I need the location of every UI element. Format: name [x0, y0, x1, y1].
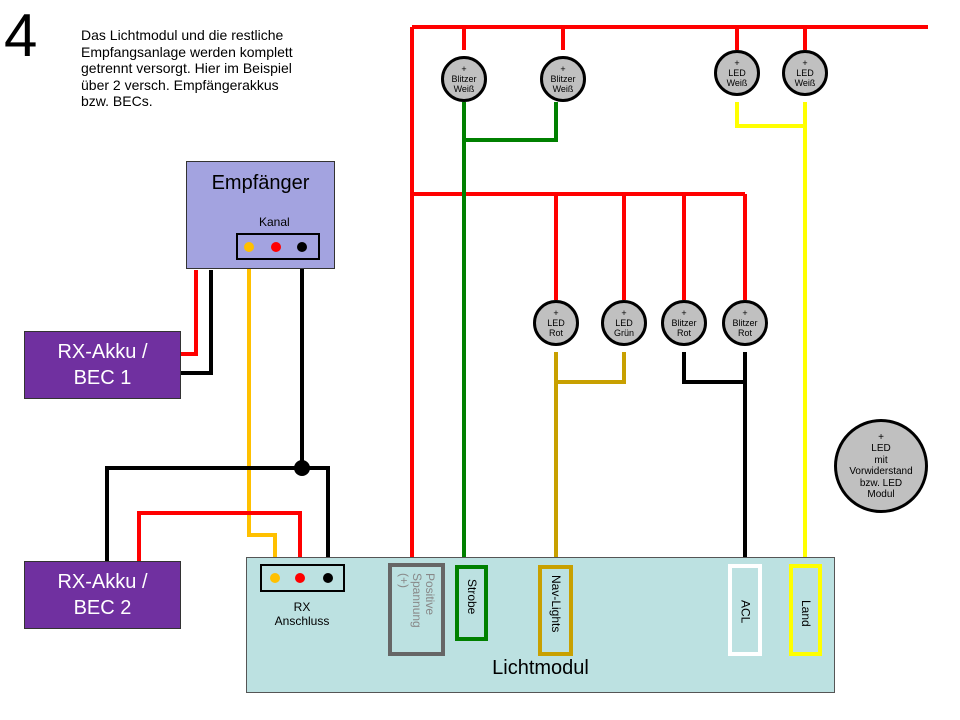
light-led-gruen: + LED Grün: [601, 300, 647, 346]
light-blitzer-rot-2: + Blitzer Rot: [722, 300, 768, 346]
receiver-title: Empfänger: [211, 172, 310, 194]
light-color: Weiß: [453, 84, 475, 94]
channel-pin-minus: [297, 242, 307, 252]
channel-pin-signal: [244, 242, 254, 252]
legend-line-4: bzw. LED: [859, 477, 903, 489]
port-nav-lights: Nav-Lights: [538, 565, 573, 656]
light-color: Rot: [676, 328, 691, 338]
light-color: Grün: [613, 328, 634, 338]
rx-battery-2: RX-Akku / BEC 2: [24, 561, 181, 629]
light-plus: +: [802, 58, 808, 68]
ground-junction: [294, 460, 310, 476]
bec1-black-wire: [181, 270, 213, 375]
light-color: Rot: [737, 328, 752, 338]
port-strobe: Strobe: [455, 565, 488, 641]
port-land: Land: [789, 564, 822, 656]
description-note: Das Lichtmodul und die restliche Empfang…: [81, 27, 293, 109]
acl-link: [682, 352, 745, 384]
step-number: 4: [4, 2, 38, 69]
rx-connector-label: RX Anschluss: [274, 600, 330, 628]
light-led-weiss-2: + LED Weiß: [782, 50, 828, 96]
channel-label: Kanal: [259, 215, 290, 229]
light-type: Blitzer: [451, 74, 477, 84]
receiver-box: Empfänger Kanal: [186, 161, 335, 269]
light-blitzer-weiss-2: + Blitzer Weiß: [540, 56, 586, 102]
port-positive-voltage: Positive Spannung (+): [388, 563, 445, 656]
legend-line-5: Modul: [867, 489, 895, 500]
legend-line-3: Vorwiderstand: [849, 466, 913, 477]
light-color: Rot: [548, 328, 563, 338]
light-blitzer-weiss-1: + Blitzer Weiß: [441, 56, 487, 102]
light-type: LED: [728, 68, 746, 78]
legend-line-1: LED: [871, 443, 891, 454]
light-type: LED: [547, 318, 565, 328]
channel-pin-plus: [271, 242, 281, 252]
nav-link: [556, 352, 626, 384]
receiver-channel-connector: [236, 233, 320, 260]
light-color: Weiß: [794, 78, 816, 88]
legend-line-2: mit: [874, 454, 888, 466]
bec1-red-wire: [181, 270, 198, 356]
legend-led-symbol: + LED mit Vorwiderstand bzw. LED Modul: [834, 419, 928, 513]
rx-pin-minus: [323, 573, 333, 583]
bec2-black-wire: [105, 466, 330, 577]
light-led-weiss-1: + LED Weiß: [714, 50, 760, 96]
bec2-red-wire: [137, 511, 302, 577]
light-type: LED: [796, 68, 814, 78]
light-type: LED: [615, 318, 633, 328]
rx-pin-plus: [295, 573, 305, 583]
signal-wire: [247, 247, 277, 577]
light-type: Blitzer: [732, 318, 758, 328]
light-color: Weiß: [726, 78, 748, 88]
rx-battery-1: RX-Akku / BEC 1: [24, 331, 181, 399]
light-blitzer-rot-1: + Blitzer Rot: [661, 300, 707, 346]
rx-pin-signal: [270, 573, 280, 583]
legend-plus: +: [878, 431, 884, 443]
light-plus: +: [553, 308, 559, 318]
light-plus: +: [742, 308, 748, 318]
strobe-link: [464, 102, 558, 142]
light-plus: +: [734, 58, 740, 68]
light-plus: +: [681, 308, 687, 318]
light-module-title: Lichtmodul: [492, 657, 589, 679]
port-acl: ACL: [728, 564, 762, 656]
rx-connector: [260, 564, 345, 592]
light-plus: +: [621, 308, 627, 318]
light-plus: +: [560, 64, 566, 74]
light-color: Weiß: [552, 84, 574, 94]
land-link: [735, 102, 805, 128]
light-type: Blitzer: [550, 74, 576, 84]
light-plus: +: [461, 64, 467, 74]
light-type: Blitzer: [671, 318, 697, 328]
light-led-rot: + LED Rot: [533, 300, 579, 346]
